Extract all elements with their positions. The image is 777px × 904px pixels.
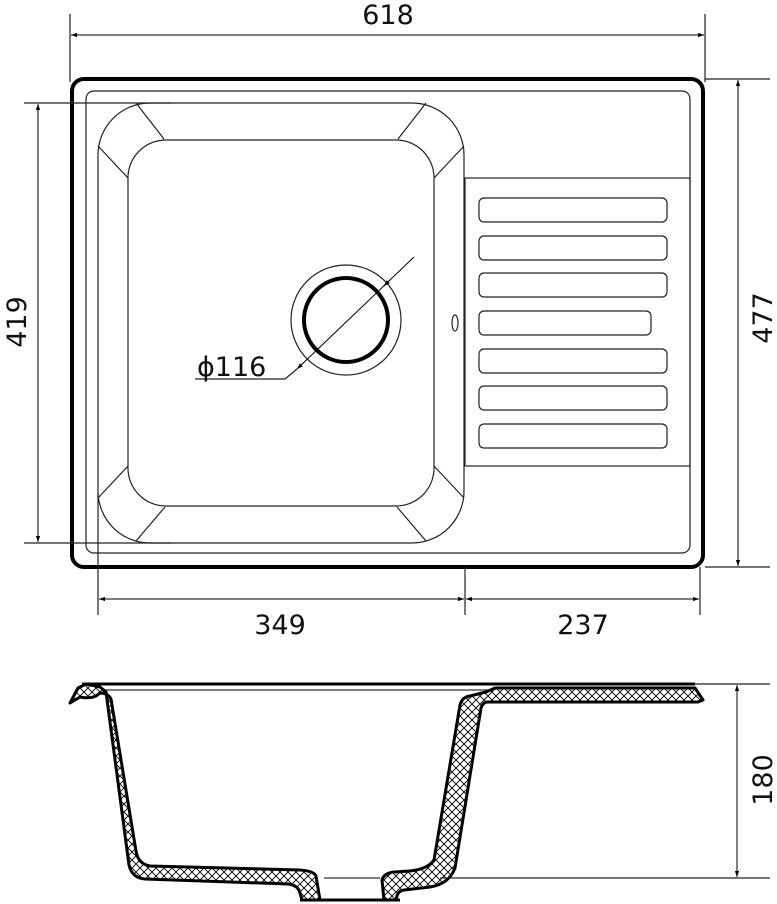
bowl-corner-lines [97, 102, 465, 542]
bowl-width-label: 349 [254, 610, 306, 641]
overflow-hole [451, 314, 459, 332]
bowl-length-label: 419 [2, 296, 33, 348]
drain-dim-leader [195, 368, 298, 380]
bowl-height-label: 180 [748, 754, 777, 806]
drainboard-width-label: 237 [557, 610, 609, 641]
section-view: 180 [68, 682, 777, 902]
top-view: ϕ116 618 4 [2, 0, 777, 641]
drain-dim-line [296, 256, 415, 370]
drainboard-rib [478, 423, 668, 449]
drainboard-rib [478, 272, 668, 298]
bowl-outer-contour [97, 102, 465, 544]
overall-width-label: 618 [362, 0, 414, 31]
drain-diameter-label: ϕ116 [197, 352, 266, 383]
drainboard-ribs [478, 197, 668, 449]
drain-outer-ring [290, 264, 402, 376]
outer-rim [70, 77, 705, 569]
drainboard-rib [478, 385, 668, 411]
extension-lines [24, 14, 770, 615]
drainboard-rib [478, 348, 668, 374]
drainboard-rib [478, 235, 668, 261]
drainboard-area [464, 177, 691, 467]
drainboard-rib [478, 197, 668, 223]
overall-depth-label: 477 [748, 292, 777, 344]
sink-wall-section [68, 682, 322, 902]
drain-hole [302, 276, 390, 364]
sink-wall-section-right [380, 686, 705, 902]
drainboard-rib [478, 310, 652, 336]
